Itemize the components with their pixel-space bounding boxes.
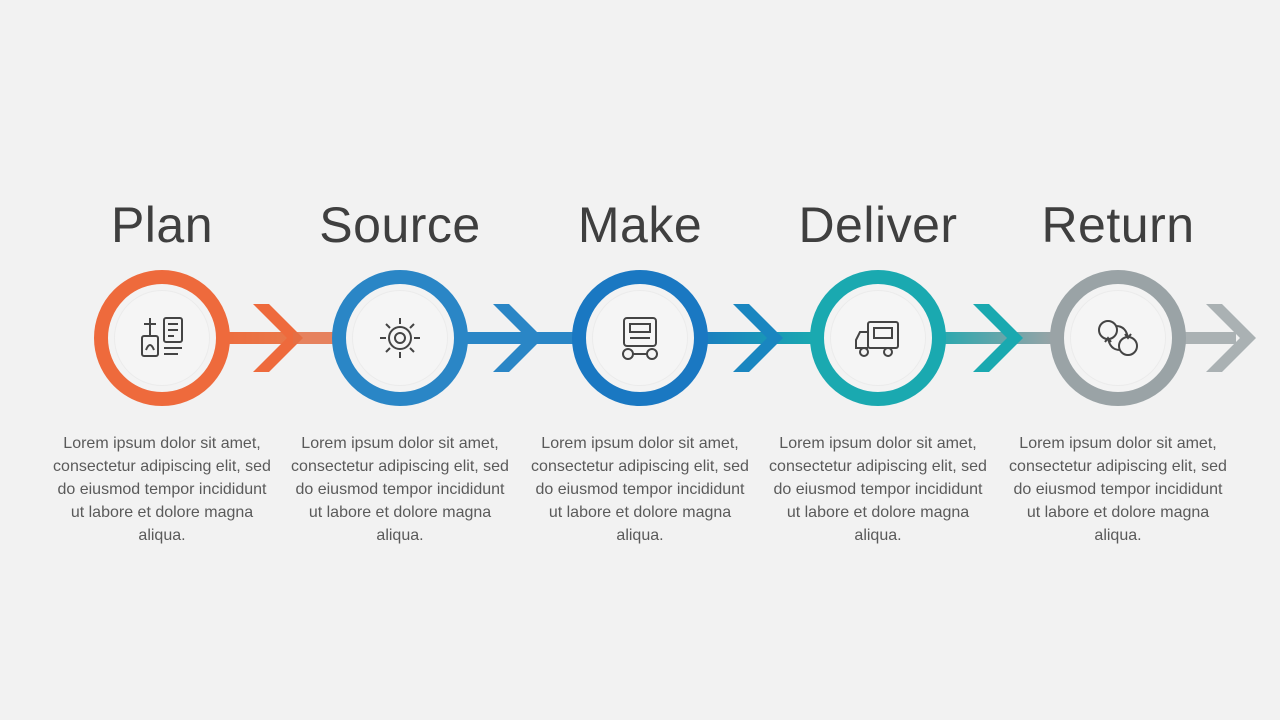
step-description: Lorem ipsum dolor sit amet, consectetur … [531, 435, 749, 544]
step-ring [94, 270, 230, 406]
connector-arrow-4 [925, 304, 1055, 372]
step-source: Source Lorem ipsum dolor sit amet, conse… [280, 0, 520, 720]
connector-arrow-2 [445, 304, 575, 372]
return-cycle-icon [1098, 320, 1138, 356]
step-deliver: Deliver Lorem ipsum dolor sit amet, cons… [758, 0, 998, 720]
step-make: Make Lorem ipsum dolor sit amet, consect… [520, 0, 760, 720]
step-ring [332, 270, 468, 406]
gear-icon [380, 318, 420, 358]
step-description: Lorem ipsum dolor sit amet, consectetur … [291, 435, 509, 544]
step-ring [1050, 270, 1186, 406]
step-ring [572, 270, 708, 406]
step-description: Lorem ipsum dolor sit amet, consectetur … [769, 435, 987, 544]
step-description: Lorem ipsum dolor sit amet, consectetur … [1009, 435, 1227, 544]
delivery-truck-icon [855, 321, 899, 357]
step-title: Plan [110, 197, 214, 253]
machine-icon [622, 317, 658, 360]
step-title: Deliver [798, 197, 958, 253]
planning-icon [141, 317, 183, 357]
step-title: Return [1041, 197, 1195, 253]
step-plan: Plan Lorem ipsum dolor sit amet, consect… [42, 0, 282, 720]
step-return: Return Lorem ipsum dolor sit amet, conse… [998, 0, 1238, 720]
step-title: Make [577, 197, 703, 253]
step-ring [810, 270, 946, 406]
connector-arrow-3 [685, 304, 815, 372]
step-description: Lorem ipsum dolor sit amet, consectetur … [53, 435, 271, 544]
step-title: Source [319, 197, 481, 253]
